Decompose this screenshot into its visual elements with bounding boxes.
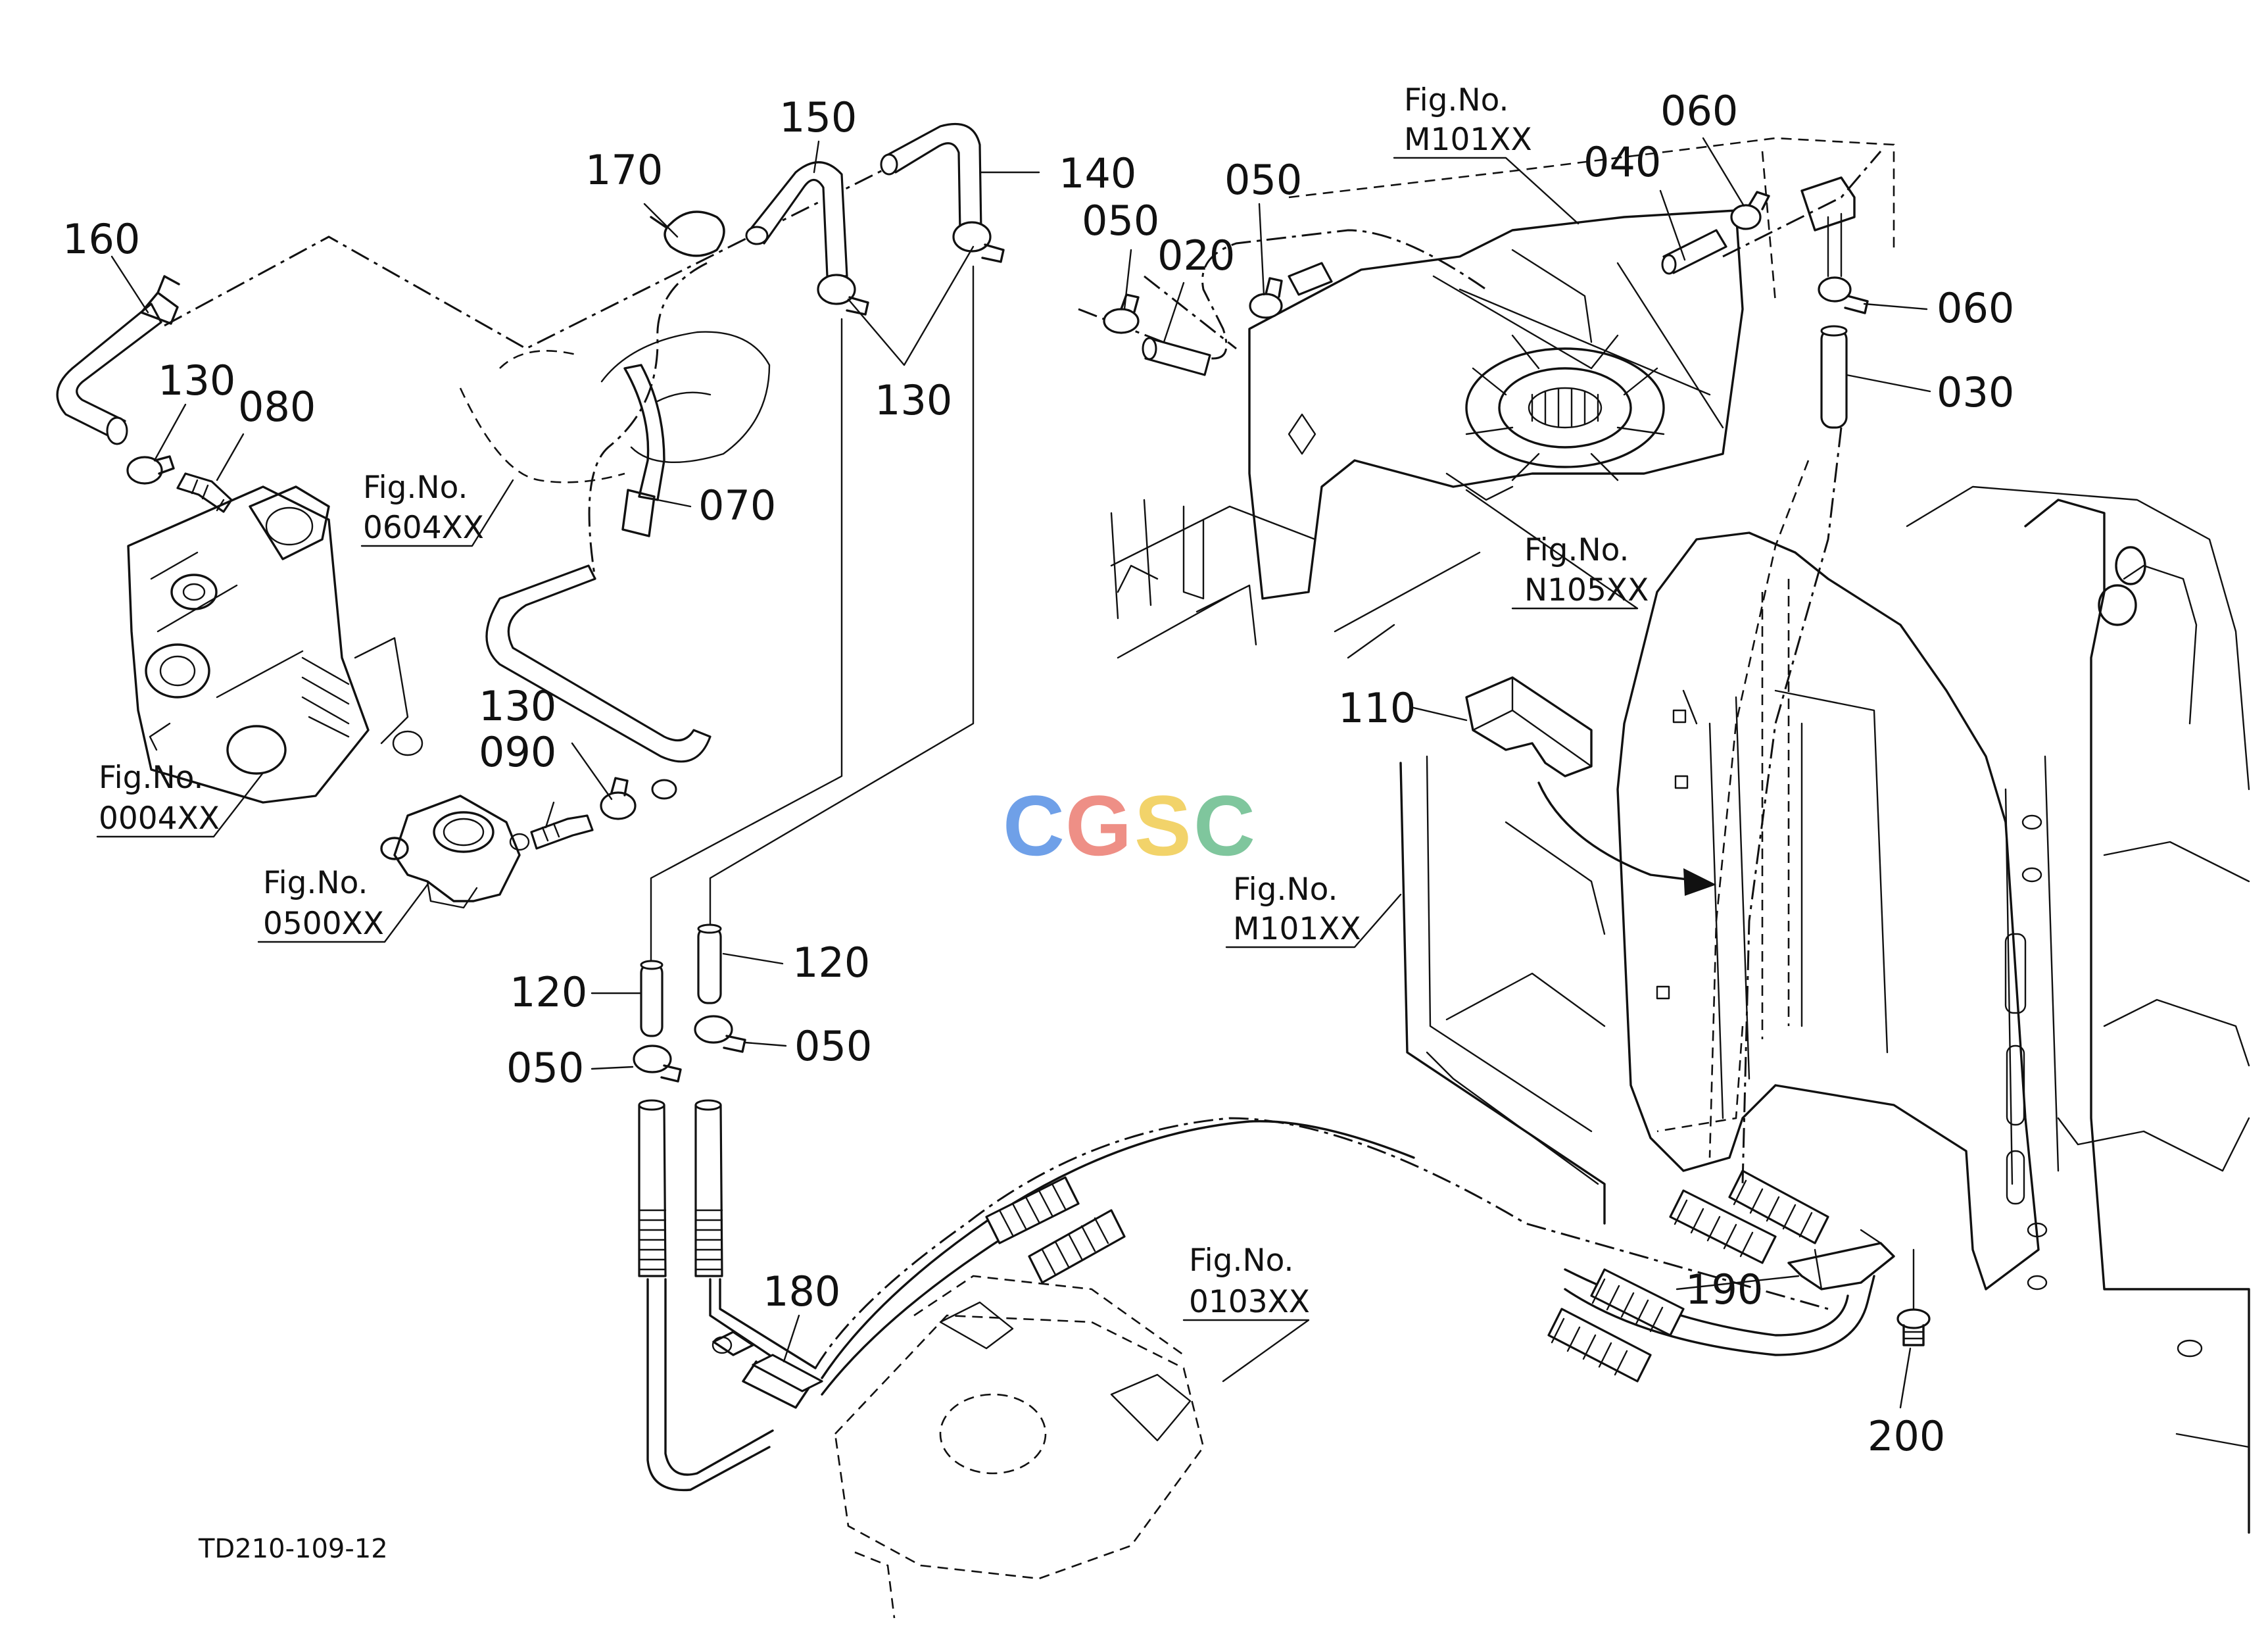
hose-160-end (106, 416, 128, 445)
label-060-top: 060 (1660, 87, 1738, 135)
pipe-030 (1820, 328, 1848, 429)
watermark-letter-c2: C (1194, 777, 1255, 873)
bracket-180 (752, 1354, 823, 1392)
label-090: 090 (479, 728, 556, 776)
clamp-060-top (1730, 204, 1762, 230)
figref-n105-title: Fig.No. (1524, 532, 1629, 568)
hose-150 (748, 161, 848, 278)
figref-0004-code: 0004XX (99, 800, 220, 837)
figref-m101-mid-title: Fig.No. (1233, 872, 1338, 908)
label-050-left: 050 (506, 1044, 584, 1092)
watermark-letter-g: G (1065, 777, 1132, 873)
label-140: 140 (1059, 149, 1136, 197)
clamp-130-b (952, 221, 992, 253)
band-070 (623, 364, 665, 501)
figref-0604-code: 0604XX (363, 510, 484, 546)
label-120-right: 120 (792, 939, 870, 987)
figref-0604-title: Fig.No. (363, 470, 468, 506)
label-030: 030 (1937, 368, 2014, 416)
figref-m101-top-title: Fig.No. (1404, 82, 1508, 118)
clamp-050-left (633, 1045, 672, 1073)
clamp-060-right (1818, 276, 1852, 303)
label-050-right: 050 (794, 1022, 872, 1070)
figref-0103-code: 0103XX (1189, 1284, 1310, 1320)
hose-160 (56, 303, 162, 439)
center-hoses (633, 265, 1931, 1492)
label-150: 150 (779, 93, 857, 141)
flywheel-housing (834, 1275, 1205, 1619)
pipe-120-left (640, 962, 664, 1037)
thermostat-housing (380, 795, 530, 909)
engine-block (127, 485, 423, 804)
clip-170 (664, 210, 725, 257)
label-120-left: 120 (510, 968, 587, 1016)
diagram-code: TD210-109-12 (198, 1534, 388, 1564)
clamp-050-top2 (1249, 293, 1283, 319)
corrugated-section-1 (985, 1176, 1080, 1244)
label-110: 110 (1338, 684, 1416, 732)
clamp-130-c (600, 791, 637, 820)
hose-140 (883, 123, 982, 233)
figref-leaders (96, 157, 1639, 1383)
watermark-letter-c1: C (1003, 777, 1065, 873)
bracket-190 (1787, 1242, 1895, 1291)
corrugated-section-6 (1728, 1169, 1829, 1244)
slot-pillar (2004, 933, 2027, 1014)
watermark: C G S C (1003, 777, 1255, 873)
corrugated-section-5 (1669, 1189, 1777, 1264)
label-130-left: 130 (158, 356, 235, 405)
label-180: 180 (763, 1267, 840, 1315)
cab-frame (1399, 485, 2250, 1534)
corrugated-section-3 (1590, 1268, 1685, 1337)
figref-0004-title: Fig.No. (99, 760, 203, 796)
bolt-200 (1896, 1308, 1931, 1346)
bracket-110 (1465, 676, 1716, 896)
watermark-letter-s: S (1134, 777, 1192, 873)
label-200: 200 (1868, 1412, 1945, 1460)
clamp-050-right (694, 1015, 733, 1044)
label-040: 040 (1583, 138, 1661, 186)
upper-hose-assembly (56, 123, 1005, 850)
figure-ref-labels: Fig.No. 0604XX Fig.No. 0004XX Fig.No. 05… (99, 82, 1649, 1320)
label-050-topleft: 050 (1082, 197, 1159, 245)
water-valve (1800, 176, 1856, 232)
fitting-090 (530, 814, 594, 850)
figref-m101-mid-code: M101XX (1233, 911, 1361, 947)
label-020: 020 (1157, 232, 1235, 280)
figref-m101-top-code: M101XX (1404, 122, 1532, 158)
corrugated-section-2 (1028, 1209, 1126, 1284)
hose-lower (485, 564, 712, 763)
figref-n105-code: N105XX (1524, 572, 1649, 608)
clamp-130-a (817, 274, 856, 305)
blower-fan (1465, 347, 1665, 468)
label-170: 170 (585, 146, 663, 194)
figref-0500-code: 0500XX (263, 906, 384, 942)
pipe-120-right (697, 926, 722, 1004)
corrugated-section-4 (1547, 1308, 1652, 1383)
figref-0103-title: Fig.No. (1189, 1242, 1293, 1279)
label-080: 080 (238, 383, 316, 431)
figref-0500-title: Fig.No. (263, 865, 368, 901)
label-190: 190 (1685, 1266, 1763, 1314)
label-060-right: 060 (1937, 284, 2014, 332)
label-160: 160 (62, 215, 140, 263)
leader-lines (110, 137, 1931, 1409)
label-050-top: 050 (1224, 156, 1302, 204)
part-labels: 160 130 080 170 150 140 130 070 130 090 … (62, 87, 2014, 1460)
clamp-130-left (126, 456, 163, 485)
clamp-050-top (1103, 308, 1140, 334)
label-130-mid: 130 (875, 376, 952, 424)
heater-unit (1078, 137, 1895, 1185)
clip-160 (140, 275, 180, 325)
label-130-low: 130 (479, 682, 556, 730)
label-070: 070 (698, 481, 776, 529)
arrow-head (1683, 868, 1716, 896)
